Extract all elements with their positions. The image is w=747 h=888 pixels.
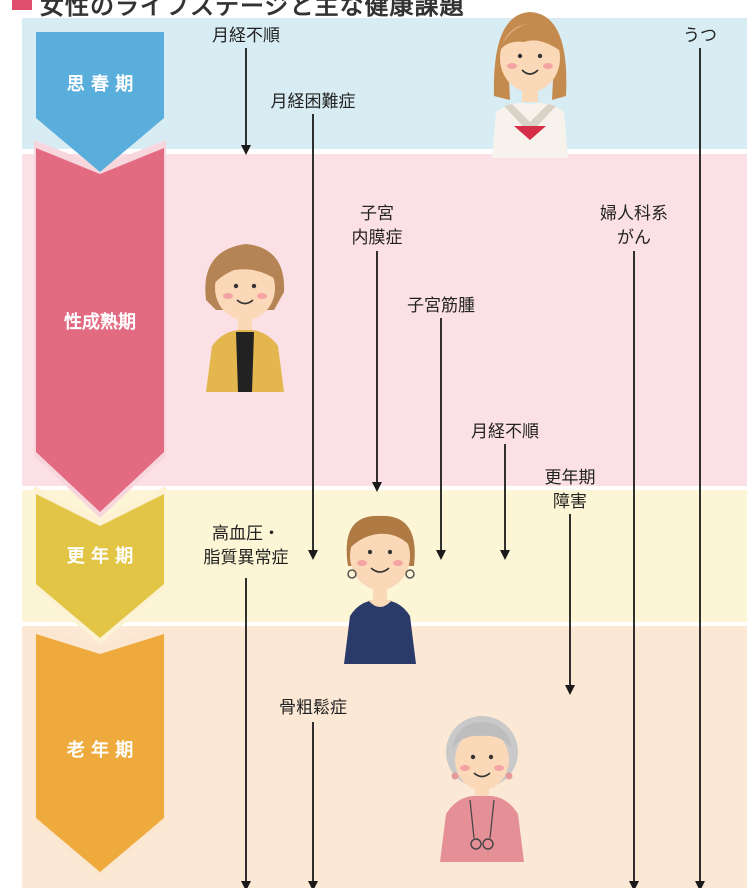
stage-label-elderly: 老 年 期 [67,739,134,761]
stage-chevron-menopause: 更 年 期 [34,486,166,644]
stage-chevron-puberty: 思 春 期 [36,32,164,172]
label-gyn-cancer: 婦人科系 がん [590,202,678,250]
label-gyn-cancer-line1: 婦人科系 [600,204,668,224]
label-endometriosis-line2: 内膜症 [351,228,403,248]
diagram-title-bar: 女性のライフステージと主な健康課題 [0,0,747,20]
label-gyn-cancer-line2: がん [617,228,651,248]
label-dysmenorrhea: 月経困難症 [270,92,356,112]
girl-in-sailor-uniform-illustration [492,12,568,158]
label-hypertension: 高血圧・ 脂質異常症 [190,522,302,570]
middle-aged-woman-illustration [344,515,416,664]
label-endometriosis-line1: 子宮 [360,204,394,224]
label-hypertension-line2: 脂質異常症 [203,548,289,568]
label-osteoporosis: 骨粗鬆症 [279,698,347,718]
stage-chevron-elderly: 老 年 期 [34,626,166,878]
elderly-woman-glasses-illustration [440,716,524,862]
label-depression: うつ [683,26,717,46]
stage-label-puberty: 思 春 期 [67,73,134,95]
label-hypertension-line1: 高血圧・ [212,524,280,544]
diagram-title: 女性のライフステージと主な健康課題 [40,0,465,20]
stage-label-menopause: 更 年 期 [67,545,134,567]
label-fibroids: 子宮筋腫 [407,296,475,316]
label-endometriosis: 子宮 内膜症 [346,202,408,250]
stage-label-sexual-maturity: 性成熟期 [64,311,136,333]
label-menopause-line2: 障害 [553,492,587,512]
label-menstrual-irregularity-1: 月経不順 [212,26,280,46]
stage-chevron-sexual-maturity: 性成熟期 [34,140,166,518]
label-menopause-disorder: 更年期 障害 [534,466,606,514]
young-woman-cardigan-illustration [205,244,285,392]
label-menopause-line1: 更年期 [544,468,596,488]
title-marker-icon [12,0,32,10]
label-menstrual-irregularity-2: 月経不順 [471,422,539,442]
